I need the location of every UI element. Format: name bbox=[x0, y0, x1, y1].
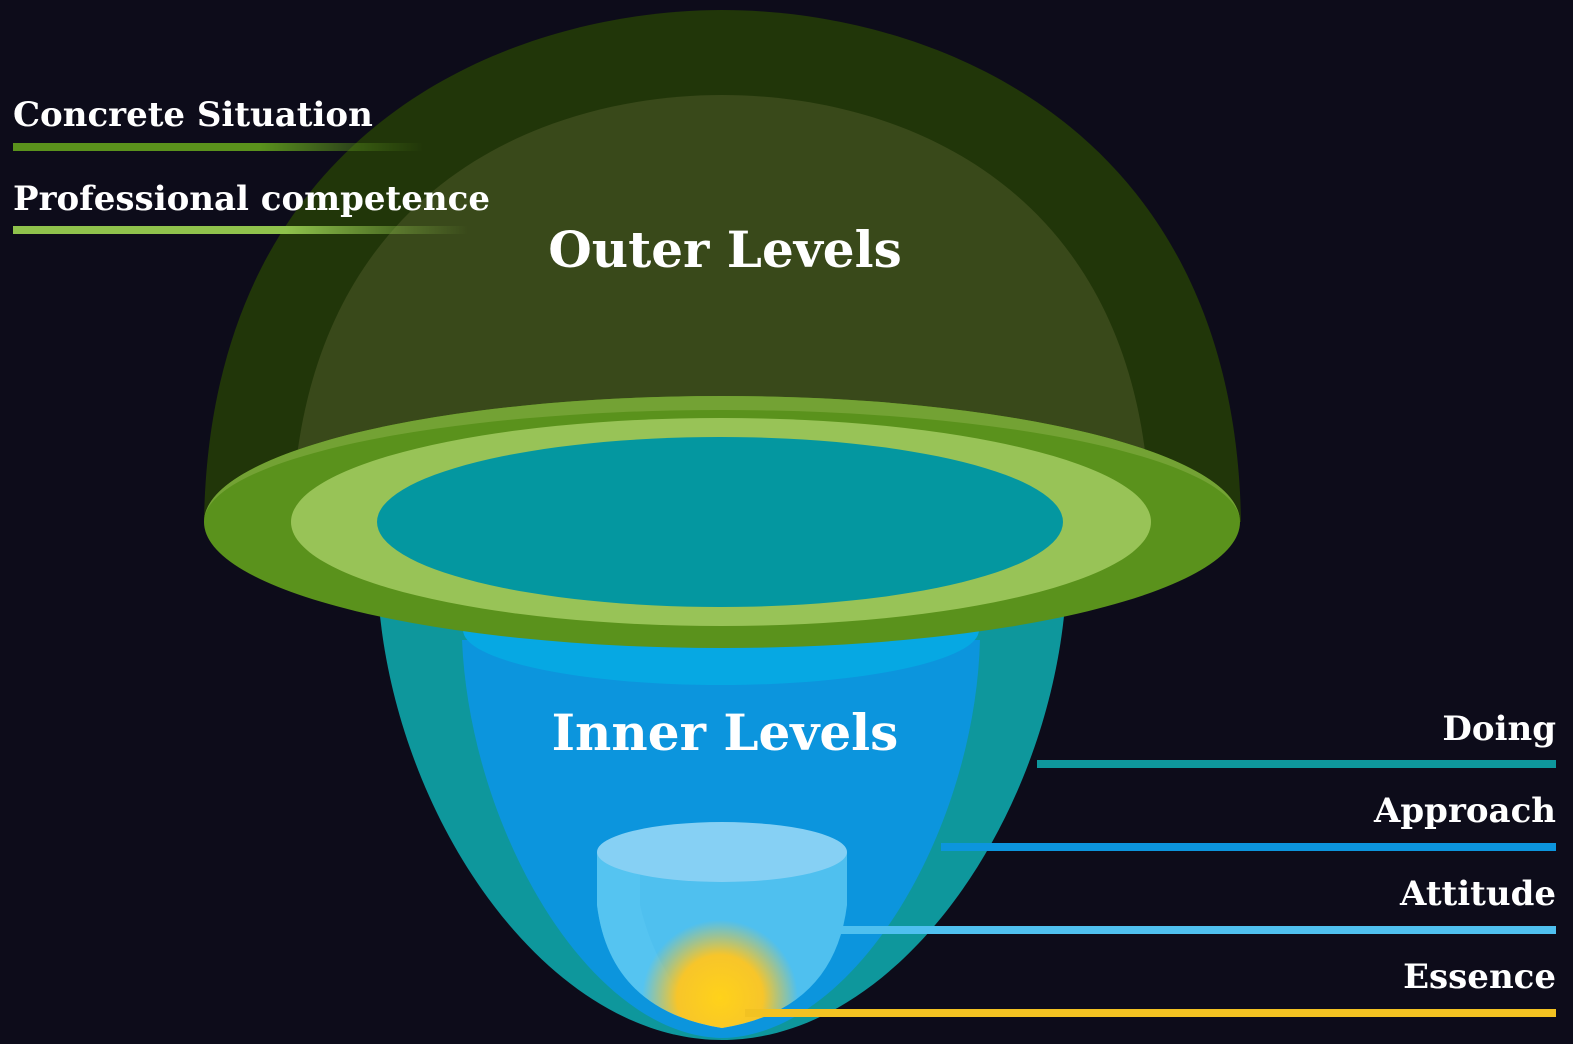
professional-competence-line bbox=[13, 226, 468, 234]
attitude-line bbox=[840, 926, 1556, 934]
concrete-situation-label: Concrete Situation bbox=[13, 95, 373, 135]
outer-levels-title: Outer Levels bbox=[548, 220, 902, 279]
doing-line bbox=[1037, 760, 1556, 768]
approach-label: Approach bbox=[1373, 791, 1556, 831]
inner-levels-title: Inner Levels bbox=[552, 703, 899, 762]
attitude-cup-rim bbox=[597, 822, 847, 882]
essence-line bbox=[745, 1009, 1556, 1017]
essence-label: Essence bbox=[1403, 957, 1556, 997]
professional-competence-label: Professional competence bbox=[13, 179, 490, 219]
approach-line bbox=[941, 843, 1556, 851]
concrete-situation-line bbox=[13, 143, 423, 151]
attitude-label: Attitude bbox=[1399, 874, 1556, 914]
doing-label: Doing bbox=[1442, 709, 1556, 749]
ring-opening bbox=[377, 437, 1063, 607]
essence-core bbox=[642, 920, 798, 1028]
attitude-cup-shade bbox=[597, 852, 722, 1028]
